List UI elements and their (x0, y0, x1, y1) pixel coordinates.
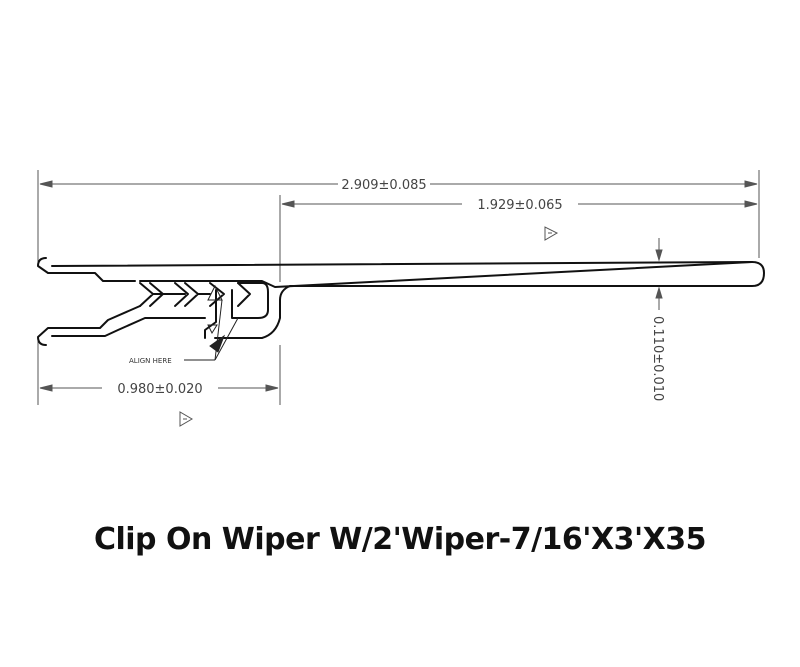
wiper-length-label: 1.929±0.065 (477, 198, 562, 213)
finish-triangle-icon (179, 411, 193, 427)
thickness-label: 0.110±0.010 (650, 316, 665, 401)
overall-dimension-line (39, 180, 758, 188)
overall-length-label: 2.909±0.085 (341, 178, 426, 193)
clip-length-label: 0.980±0.020 (117, 382, 202, 397)
align-marker (184, 284, 239, 361)
align-here-label: ALIGN HERE (129, 357, 172, 365)
clip-dimension-line (39, 384, 279, 392)
wiper-dimension-line (281, 200, 758, 208)
extension-lines (37, 170, 760, 405)
finish-triangle-icon (544, 226, 559, 241)
part-profile (37, 257, 765, 346)
thickness-dimension-line (655, 238, 663, 310)
product-caption: Clip On Wiper W/2'Wiper-7/16'X3'X35 (93, 522, 707, 557)
